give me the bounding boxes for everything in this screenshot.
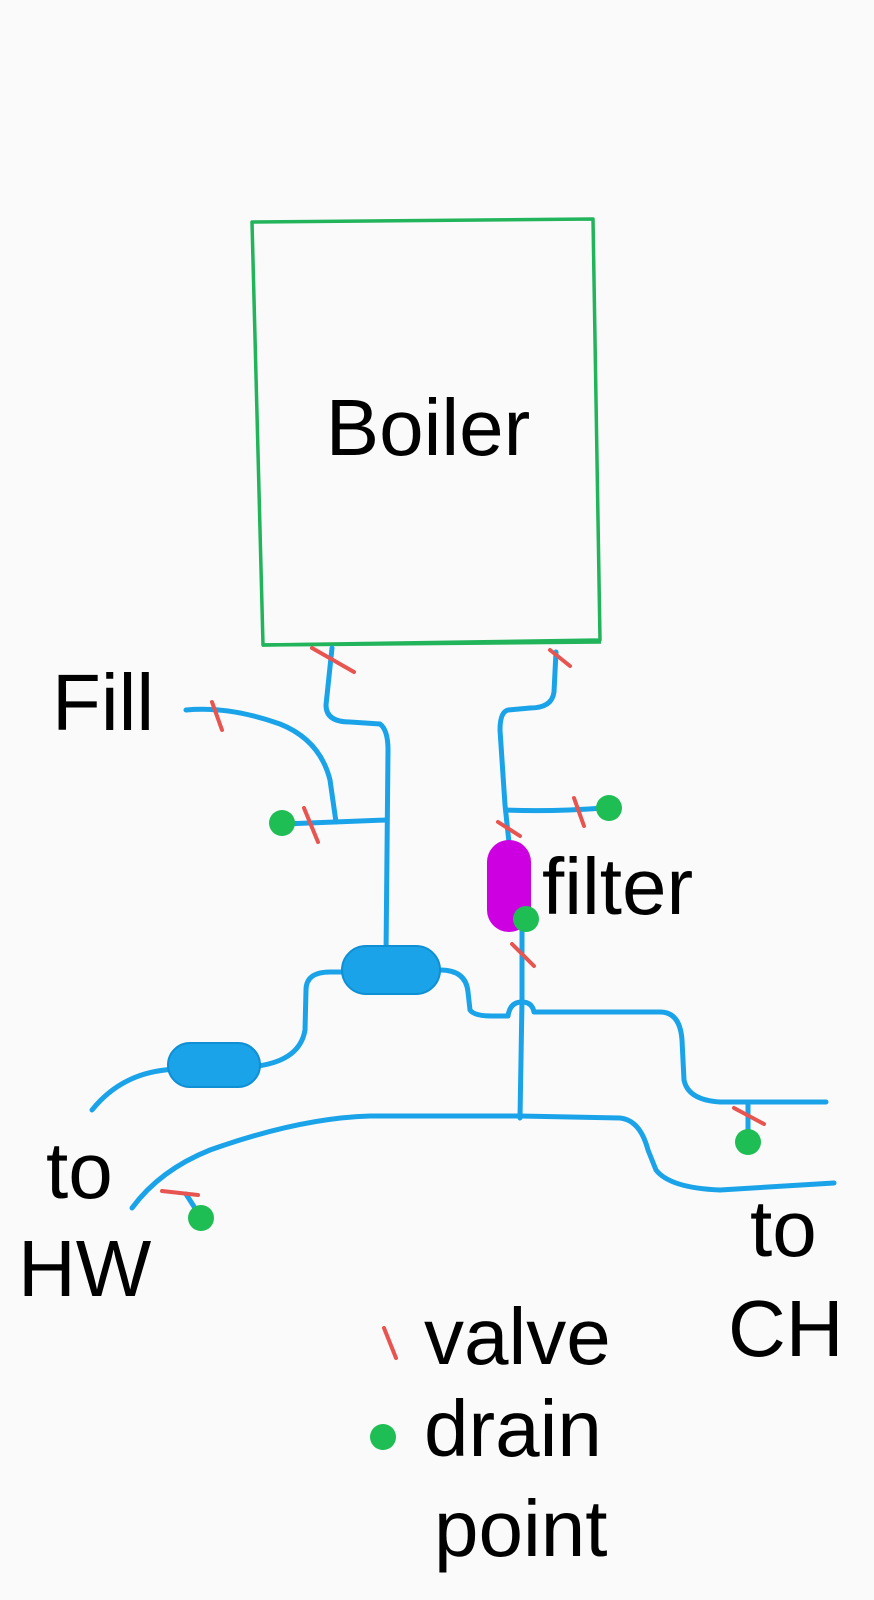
drain-point-icon — [735, 1129, 761, 1155]
pipe-return-main — [129, 1113, 837, 1211]
drain-point-icon — [188, 1205, 214, 1231]
valves — [160, 646, 766, 1197]
pipe-boiler-left-outlet — [323, 645, 391, 958]
valve-icon — [510, 942, 536, 968]
legend: valve drain point — [370, 1292, 611, 1573]
boiler-base-line — [261, 640, 602, 647]
pipe-boiler-right-outlet — [497, 649, 559, 855]
valve-icon — [302, 806, 320, 844]
boiler-outline — [250, 217, 602, 647]
drain-point-icon — [513, 906, 539, 932]
pipe-pump-to-ch — [437, 967, 829, 1105]
pipe-between-pumps — [255, 969, 353, 1069]
pipe-filter-drain-branch — [503, 805, 607, 814]
fill-label: Fill — [52, 658, 154, 747]
to-hw-label-line2: HW — [18, 1224, 152, 1313]
legend-valve-label: valve — [424, 1292, 611, 1381]
pipe-hw-flow — [89, 1065, 183, 1113]
valve-icon — [732, 1106, 766, 1126]
valve-icon — [210, 700, 224, 732]
to-ch-label-line1: to — [750, 1184, 817, 1273]
pump-lower — [167, 1042, 261, 1088]
filter-label: filter — [542, 842, 693, 931]
valve-icon — [160, 1189, 200, 1197]
valve-icon — [572, 796, 586, 828]
drain-point-icon — [596, 795, 622, 821]
valve-icon — [310, 646, 356, 674]
valve-icon — [496, 820, 522, 838]
legend-valve-icon — [382, 1326, 398, 1360]
to-hw-label-line1: to — [46, 1126, 113, 1215]
legend-drain-point-icon — [370, 1424, 396, 1450]
pipework — [89, 645, 837, 1219]
valve-icon — [548, 648, 572, 668]
pipe-fill — [183, 706, 339, 825]
legend-drain-label-line1: drain — [424, 1384, 602, 1473]
to-ch-label-line2: CH — [728, 1284, 844, 1373]
pump-upper — [341, 945, 441, 995]
legend-drain-label-line2: point — [434, 1484, 607, 1573]
drain-point-icon — [269, 810, 295, 836]
pipe-below-filter — [517, 909, 525, 1121]
pipe-fill-drain-branch — [281, 817, 389, 827]
drain-points — [188, 795, 761, 1231]
boiler-label: Boiler — [326, 383, 531, 472]
